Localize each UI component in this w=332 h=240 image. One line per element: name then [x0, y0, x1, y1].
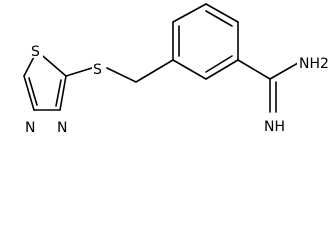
bond-ch2-ring: [135, 59, 174, 83]
bond-c5-n4: [23, 75, 35, 111]
chemical-structure: S S N N NH2 NH: [23, 3, 330, 136]
bond-b5-b6-inner: [205, 55, 233, 73]
bond-c2-s: [65, 67, 93, 77]
bond-s-ch2: [106, 67, 137, 83]
bond-b3-b4-inner: [205, 10, 233, 27]
atom-nitrogen-b: N: [57, 120, 67, 136]
bond-b2-b3: [172, 3, 207, 23]
bond-n3-c2-double: [55, 79, 62, 107]
atom-labels: S S N N NH2 NH: [24, 42, 330, 136]
atom-nitrogen-a: N: [25, 120, 35, 136]
benzene-ring: [172, 3, 239, 80]
amidine-group: [237, 59, 299, 113]
bond-camidine-nh2: [269, 62, 299, 80]
atom-sulfur-ring: S: [31, 44, 40, 60]
bond-b6-b1: [172, 59, 207, 80]
bond-n3-c2: [59, 75, 67, 111]
bond-b3-b4: [205, 3, 239, 23]
bond-c5-n4-double: [28, 77, 38, 106]
atom-sulfur-thioether: S: [93, 62, 102, 78]
atom-amine-nh2: NH2: [299, 56, 329, 72]
thioether-linker: [65, 59, 174, 83]
bond-b5-b6: [205, 59, 239, 80]
atom-imine-nh: NH: [264, 119, 285, 135]
bond-ring-camidine: [237, 59, 271, 80]
